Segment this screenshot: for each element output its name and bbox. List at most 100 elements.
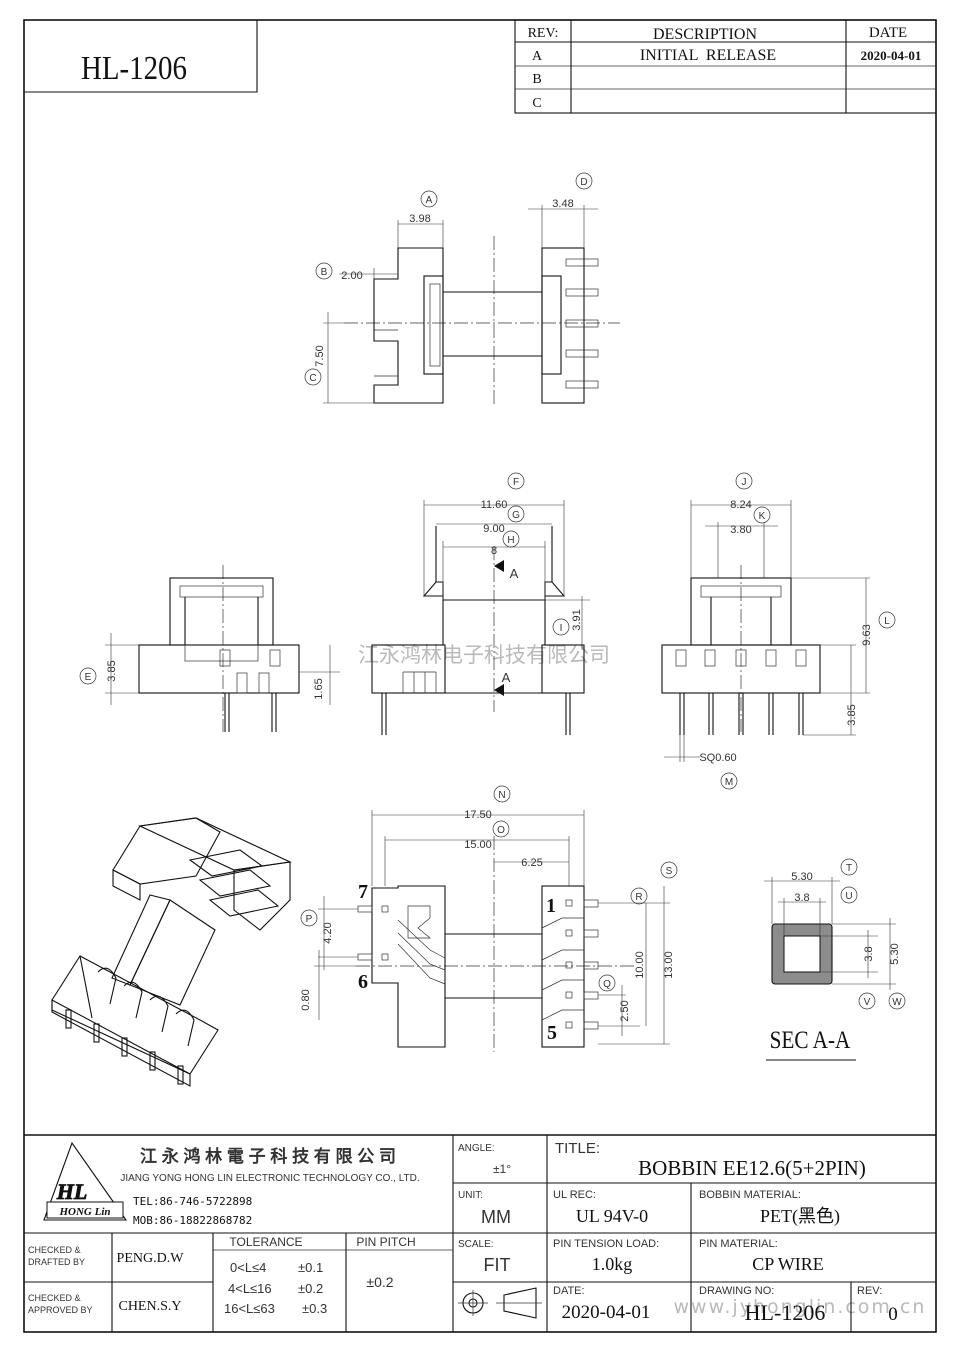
- rev-row-b: B: [532, 72, 541, 87]
- dim-b: 2.00: [341, 270, 362, 282]
- dim-u: 3.8: [794, 892, 809, 904]
- dim-q: 2.50: [619, 1000, 631, 1021]
- section-title: SEC A-A: [770, 1026, 851, 1054]
- section-a-a: 5.30 3.8 3.8 5.30 SEC A-A: [764, 871, 901, 1061]
- balloon-m: M: [720, 772, 738, 790]
- drawing-no-label: DRAWING NO:: [699, 1285, 774, 1297]
- unit-value: MM: [481, 1207, 511, 1227]
- svg-text:B: B: [321, 267, 328, 278]
- top-right-view: [541, 247, 599, 404]
- balloon-i: I: [552, 618, 570, 636]
- section-mark-bottom: A: [502, 670, 511, 685]
- angle-value: ±1°: [493, 1162, 511, 1176]
- bobbin-material-value: PET(黑色): [760, 1206, 840, 1227]
- svg-text:N: N: [498, 790, 505, 801]
- description-col-header: DESCRIPTION: [653, 26, 757, 43]
- pin-material-label: PIN MATERIAL:: [699, 1238, 778, 1250]
- dim-o2: 6.25: [521, 857, 542, 869]
- dim-m: SQ0.60: [699, 752, 736, 764]
- svg-text:Q: Q: [603, 979, 611, 990]
- pin-label-6: 6: [358, 971, 368, 993]
- dim-c: 7.50: [314, 345, 326, 366]
- dim-d: 3.48: [552, 198, 573, 210]
- svg-text:G: G: [512, 510, 520, 521]
- dim-g: 9.00: [483, 523, 504, 535]
- pin-tension-value: 1.0kg: [592, 1254, 633, 1274]
- balloon-d: D: [575, 172, 593, 190]
- dim-n: 17.50: [464, 809, 492, 821]
- balloon-k: K: [753, 506, 771, 524]
- company-logo: HL HONG Lin: [43, 1141, 128, 1221]
- balloon-f: F: [507, 472, 525, 490]
- company-tel: TEL:86-746-5722898: [133, 1195, 252, 1208]
- watermark-url: www.jyhonglin.com.cn: [674, 1296, 927, 1318]
- ul-rec-label: UL REC:: [553, 1189, 596, 1201]
- date-col-header: DATE: [869, 25, 907, 41]
- tolerance-value-2: ±0.2: [298, 1281, 323, 1296]
- drafted-by-label-2: DRAFTED BY: [28, 1257, 85, 1267]
- dim-a: 3.98: [409, 213, 430, 225]
- date-value: 2020-04-01: [562, 1302, 651, 1323]
- unit-label: UNIT:: [458, 1190, 483, 1201]
- pin-material-value: CP WIRE: [752, 1254, 824, 1274]
- logo-subtext: HONG Lin: [58, 1206, 110, 1218]
- approved-by-value: CHEN.S.Y: [118, 1299, 181, 1314]
- tolerance-value-1: ±0.1: [298, 1260, 323, 1275]
- rev-value: 0: [888, 1304, 898, 1325]
- scale-value: FIT: [484, 1255, 511, 1275]
- svg-text:V: V: [864, 997, 871, 1008]
- svg-text:I: I: [560, 623, 563, 634]
- part-number-box: HL-1206: [24, 20, 258, 93]
- tolerance-label: TOLERANCE: [229, 1235, 302, 1249]
- balloon-u: U: [840, 886, 858, 904]
- drawing-border: [23, 19, 937, 1333]
- svg-text:U: U: [845, 891, 852, 902]
- dim-o: 15.00: [464, 839, 492, 851]
- pin-pitch-value: ±0.2: [366, 1274, 393, 1290]
- pin-label-1: 1: [546, 895, 556, 917]
- svg-text:R: R: [635, 892, 642, 903]
- svg-text:A: A: [426, 195, 433, 206]
- dims-bottom-view: 17.50 15.00 6.25 4.20 0.80 10.00 13.00 2…: [300, 809, 675, 1045]
- dim-r: 10.00: [634, 951, 646, 979]
- dimension-balloons: A B C D E F G H I J K L M N O P Q R S T …: [79, 172, 906, 1010]
- dim-e: 3.85: [106, 660, 118, 681]
- company-name-en: JIANG YONG HONG LIN ELECTRONIC TECHNOLOG…: [120, 1173, 419, 1184]
- approved-by-label-1: CHECKED &: [28, 1293, 81, 1303]
- tolerance-range-3: 16<L≤63: [224, 1301, 275, 1316]
- rev-row-a-description: INITIAL RELEASE: [640, 47, 776, 64]
- svg-text:O: O: [497, 825, 505, 836]
- rev-label: REV:: [857, 1285, 882, 1297]
- svg-text:T: T: [846, 863, 852, 874]
- date-label: DATE:: [553, 1285, 585, 1297]
- svg-text:F: F: [513, 477, 519, 488]
- rev-row-a-date: 2020-04-01: [861, 48, 922, 63]
- dim-p: 4.20: [322, 922, 334, 943]
- balloon-c: C: [304, 368, 322, 386]
- balloon-w: W: [888, 992, 906, 1010]
- company-mob: MOB:86-18822868782: [133, 1214, 252, 1227]
- svg-text:H: H: [507, 535, 514, 546]
- dim-k: 3.80: [730, 524, 751, 536]
- balloon-p: P: [300, 909, 318, 927]
- svg-text:L: L: [884, 616, 890, 627]
- dim-f: 11.60: [481, 499, 508, 511]
- svg-text:W: W: [892, 997, 902, 1008]
- section-mark-top: A: [510, 566, 519, 581]
- dim-l: 9.63: [861, 624, 873, 645]
- pin-label-7: 7: [358, 881, 368, 903]
- front-view: [371, 526, 585, 735]
- isometric-view: [51, 817, 292, 1087]
- scale-label: SCALE:: [458, 1239, 494, 1250]
- bottom-view: 7 6 1 5: [356, 836, 636, 1052]
- left-side-view: [138, 565, 300, 732]
- dim-e2: 1.65: [313, 678, 325, 699]
- svg-text:E: E: [85, 672, 92, 683]
- svg-text:M: M: [725, 777, 733, 788]
- balloon-v: V: [858, 992, 876, 1010]
- dim-j: 8.24: [730, 499, 751, 511]
- rev-col-header: REV:: [528, 26, 559, 41]
- company-name-cn: 江 永 鸿 林 電 子 科 技 有 限 公 司: [140, 1146, 396, 1166]
- rev-row-c: C: [532, 96, 541, 111]
